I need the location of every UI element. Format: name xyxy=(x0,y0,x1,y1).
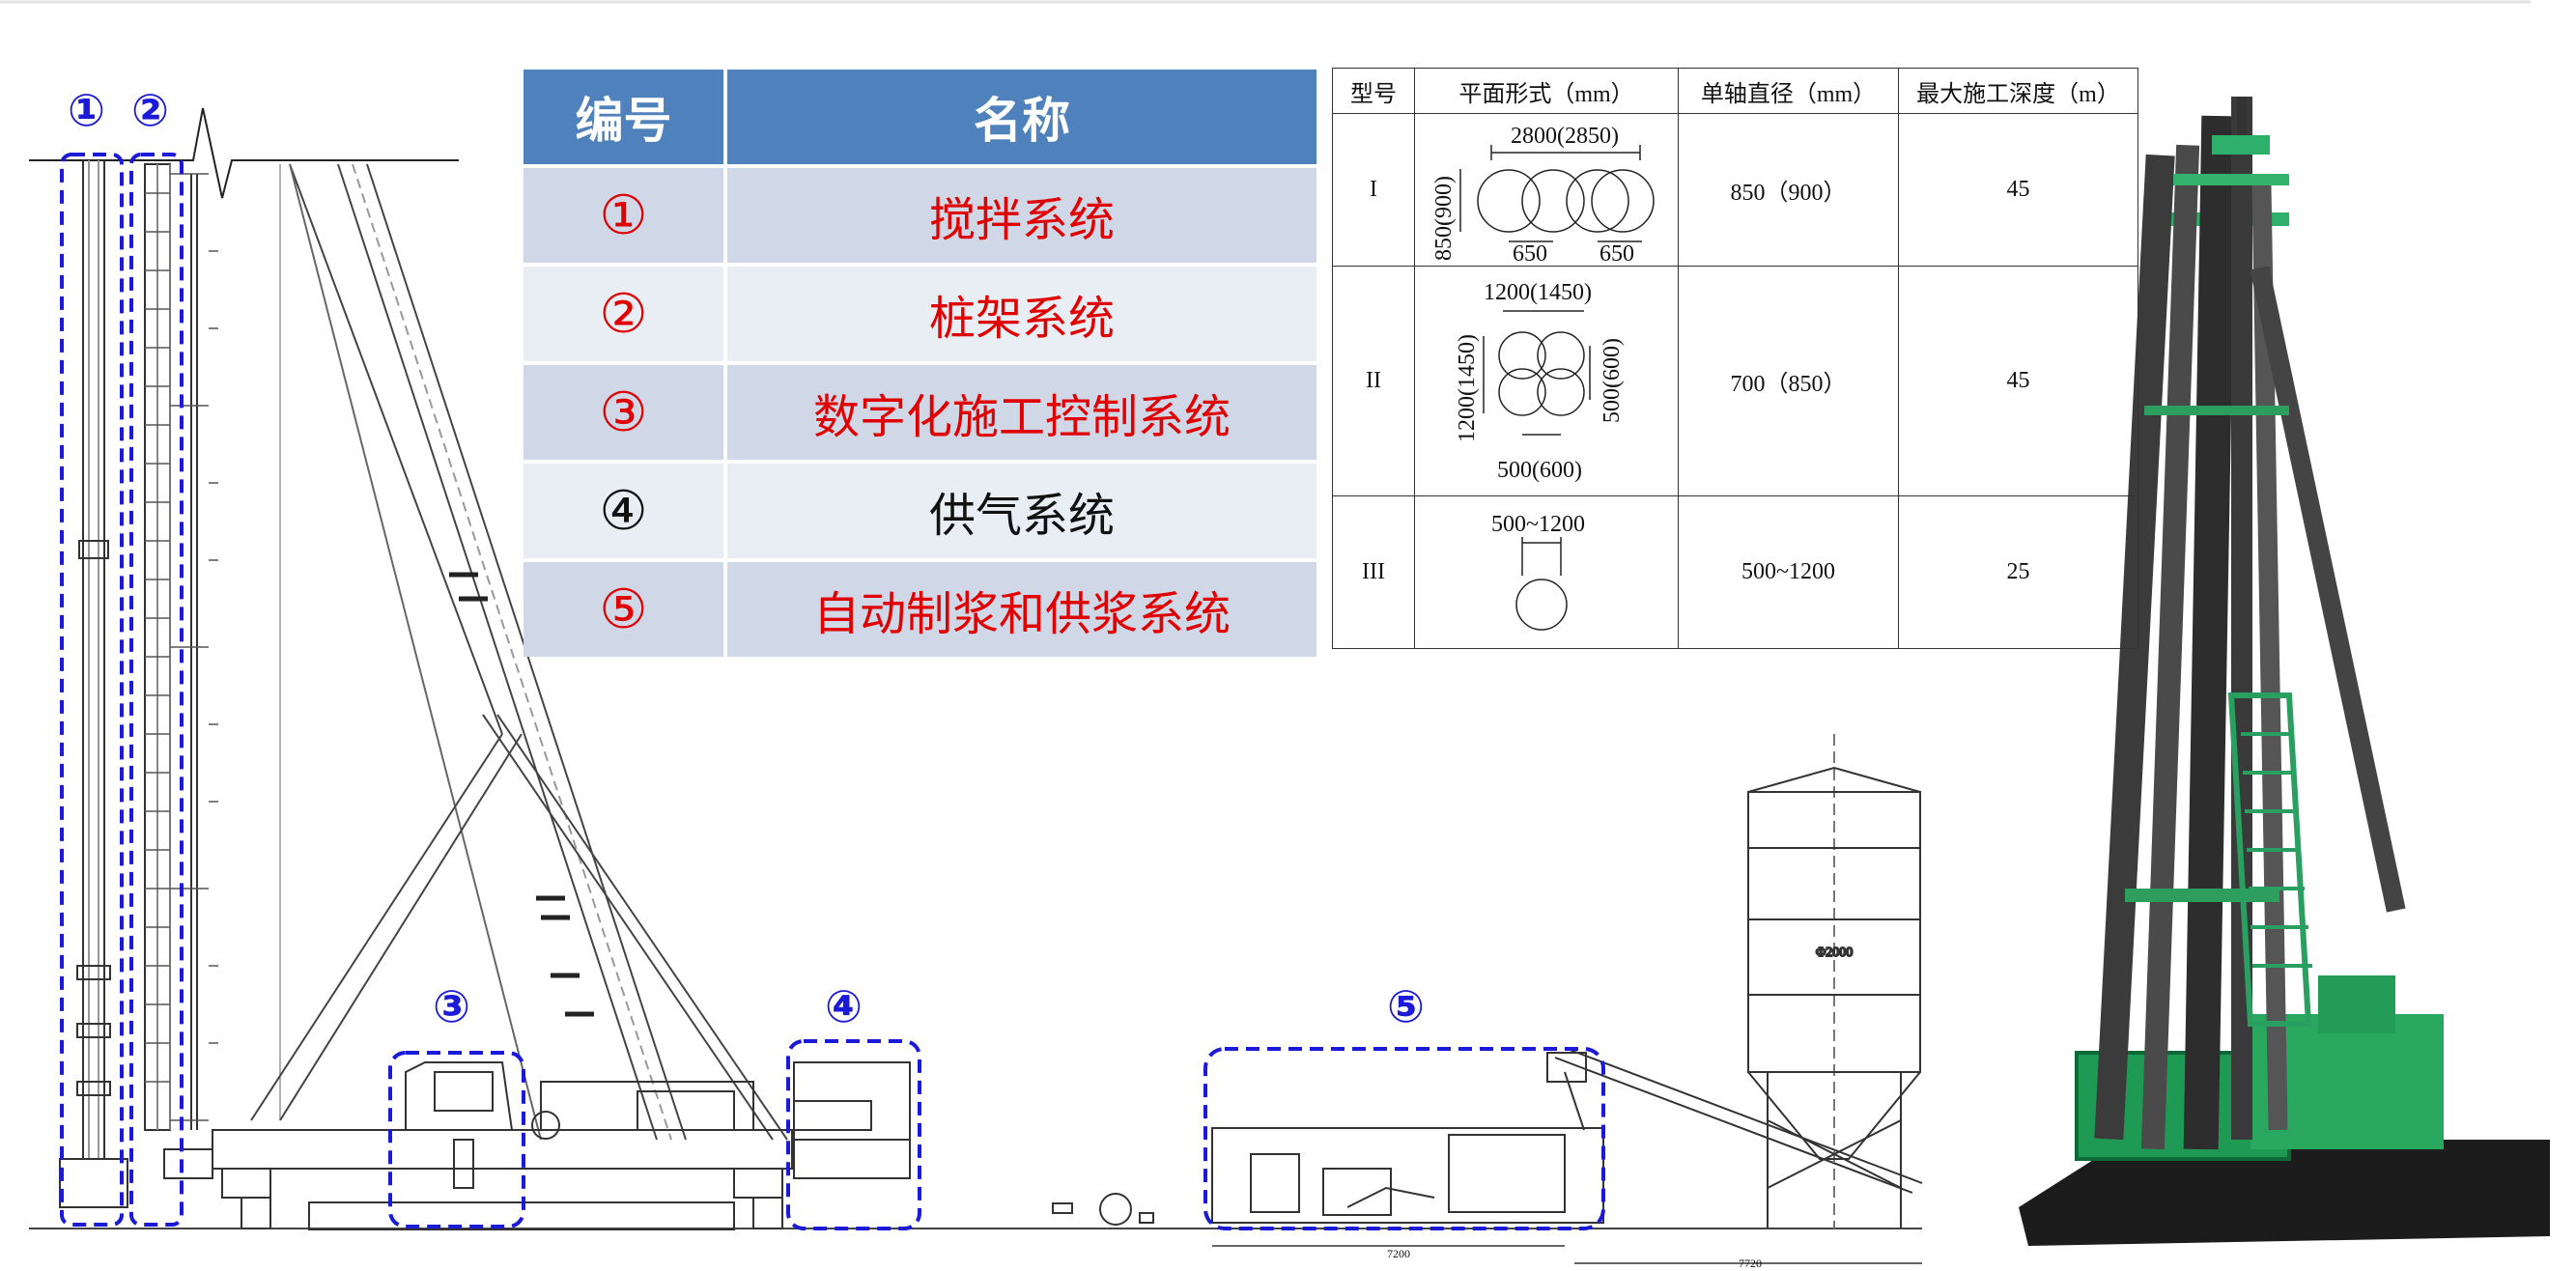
grouting-plant xyxy=(1211,1071,1604,1224)
table-row: ② 桩架系统 xyxy=(524,267,1320,361)
operator-cab xyxy=(405,1061,514,1189)
dim-label: 1200(1450) xyxy=(1455,334,1480,442)
spec-type: III xyxy=(1332,495,1415,649)
plan-diagram-type-1: 2800(2850) 850(900) 650 650 xyxy=(1431,124,1655,265)
spec-type: I xyxy=(1332,113,1415,267)
callout-label-5: ⑤ xyxy=(1387,980,1425,1032)
header-name: 名称 xyxy=(727,70,1320,164)
row-number: ⑤ xyxy=(524,562,727,657)
row-name: 供气系统 xyxy=(727,464,1320,558)
plan-diagram-cell: 2800(2850) 850(900) 650 650 xyxy=(1414,113,1679,267)
rig-photo xyxy=(2019,97,2550,1246)
callout-box-2 xyxy=(129,153,184,1227)
air-compressor xyxy=(793,1061,911,1179)
callout-box-1 xyxy=(60,153,124,1227)
cement-silo: Φ2000 xyxy=(1747,734,1921,1229)
boom-stays xyxy=(250,163,788,1141)
callout-box-5 xyxy=(1203,1047,1605,1230)
dim-label-left: 7200 xyxy=(1387,1247,1410,1260)
dim-label: 650 xyxy=(1513,241,1547,265)
spec-type: II xyxy=(1332,266,1415,496)
row-number: ③ xyxy=(524,365,727,460)
spec-depth: 45 xyxy=(1898,113,2138,267)
dim-label: 500(600) xyxy=(1497,458,1582,483)
spec-depth: 25 xyxy=(1898,495,2138,649)
mixing-shaft xyxy=(59,160,128,1208)
dim-label: 650 xyxy=(1599,241,1634,265)
row-name: 桩架系统 xyxy=(727,267,1320,361)
dim-label: 500(600) xyxy=(1599,338,1625,423)
component-table-header: 编号 名称 xyxy=(524,70,1320,164)
spec-diameter: 850（900） xyxy=(1678,113,1899,267)
row-name: 搅拌系统 xyxy=(727,168,1320,263)
plan-diagram-type-3: 500~1200 xyxy=(1491,512,1585,631)
table-row: ④ 供气系统 xyxy=(524,464,1320,558)
plant-dimension-lines xyxy=(1212,1245,1922,1264)
table-row: ⑤ 自动制浆和供浆系统 xyxy=(524,562,1320,657)
table-row: ① 搅拌系统 xyxy=(524,168,1320,263)
plan-diagram-type-2: 1200(1450) 1200(1450) 500(600) 500(600) xyxy=(1455,280,1625,483)
plan-diagram-cell: 1200(1450) 1200(1450) 500(600) 500(600) xyxy=(1414,266,1679,496)
dim-label: 500~1200 xyxy=(1491,512,1585,537)
table-row: III 500~1200 500~1200 25 xyxy=(1332,495,2138,649)
callout-box-4 xyxy=(786,1039,921,1230)
machinery-block xyxy=(531,1081,754,1140)
row-number: ④ xyxy=(524,464,727,558)
base-carrier xyxy=(163,1129,793,1230)
pile-frame-mast xyxy=(144,163,281,1131)
spec-table-header: 型号 平面形式（mm） 单轴直径（mm） 最大施工深度（m） xyxy=(1332,68,2138,114)
row-number: ② xyxy=(524,267,727,361)
spec-diameter: 700（850） xyxy=(1678,266,1899,496)
table-row: ③ 数字化施工控制系统 xyxy=(524,365,1320,460)
spec-header-depth: 最大施工深度（m） xyxy=(1898,68,2138,114)
callout-label-2: ② xyxy=(131,84,169,136)
spec-header-diameter: 单轴直径（mm） xyxy=(1678,68,1899,114)
dim-label: 2800(2850) xyxy=(1511,124,1619,149)
table-row: II 1200(1450) 1200(1450) 500(600) xyxy=(1332,266,2138,496)
silo-dimension-label: Φ2000 xyxy=(1816,946,1853,960)
callout-label-4: ④ xyxy=(825,980,863,1032)
component-table: 编号 名称 ① 搅拌系统 ② 桩架系统 ③ 数字化施工控制系统 ④ 供气系统 ⑤… xyxy=(524,66,1320,661)
callout-box-3 xyxy=(388,1051,525,1229)
callout-label-3: ③ xyxy=(433,980,470,1032)
ground-surface-break xyxy=(29,107,459,199)
table-row: I 2800(2850) 850(900) xyxy=(1332,113,2138,267)
grout-hose-reel xyxy=(1052,1193,1154,1226)
header-number: 编号 xyxy=(524,70,727,164)
spec-table: 型号 平面形式（mm） 单轴直径（mm） 最大施工深度（m） I 2800(28… xyxy=(1332,68,2138,649)
dim-label: 1200(1450) xyxy=(1484,280,1592,305)
row-number: ① xyxy=(524,168,727,263)
plan-diagram-cell: 500~1200 xyxy=(1414,495,1679,649)
callout-label-1: ① xyxy=(68,84,105,136)
screw-conveyor xyxy=(1546,1047,1923,1194)
spec-depth: 45 xyxy=(1898,266,2138,496)
spec-header-type: 型号 xyxy=(1332,68,1415,114)
row-name: 数字化施工控制系统 xyxy=(727,365,1320,460)
spec-diameter: 500~1200 xyxy=(1678,495,1899,649)
spec-header-plan: 平面形式（mm） xyxy=(1414,68,1679,114)
dim-label-right: 7720 xyxy=(1739,1257,1762,1270)
dim-label: 850(900) xyxy=(1431,176,1457,261)
row-name: 自动制浆和供浆系统 xyxy=(727,562,1320,657)
